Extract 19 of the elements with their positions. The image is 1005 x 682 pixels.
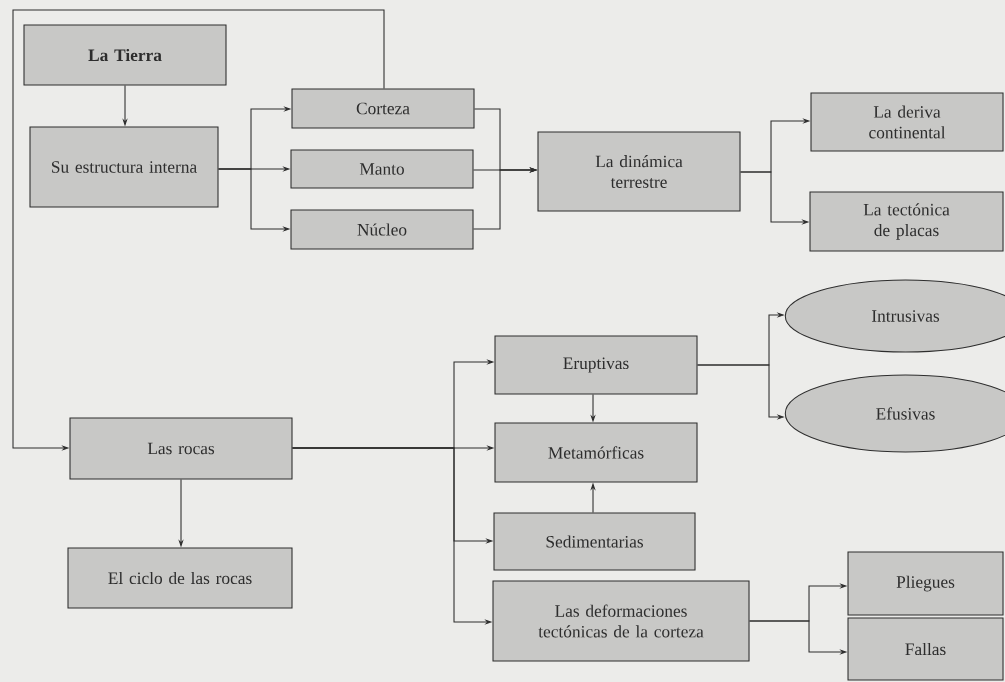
process-box: Metamórficas [494,422,698,483]
ellipse-node: Intrusivas [784,279,1005,353]
process-box: La Tierra [23,24,227,86]
ellipse-node: Efusivas [784,374,1005,453]
process-box: Corteza [291,88,475,129]
process-box: Sedimentarias [493,512,696,571]
process-box: Fallas [847,617,1004,681]
process-box: Núcleo [290,209,474,250]
process-box: La tectónica de placas [809,191,1004,252]
process-box: El ciclo de las rocas [67,547,293,609]
process-box: Las rocas [69,417,293,480]
process-box: Las deformaciones tectónicas de la corteza [492,580,750,662]
process-box: Su estructura interna [29,126,219,208]
process-box: La dinámica terrestre [537,131,741,212]
process-box: La deriva continental [810,92,1004,152]
process-box: Manto [290,149,474,189]
arrow [12,9,385,451]
process-box: Eruptivas [494,335,698,395]
process-box: Pliegues [847,551,1004,616]
